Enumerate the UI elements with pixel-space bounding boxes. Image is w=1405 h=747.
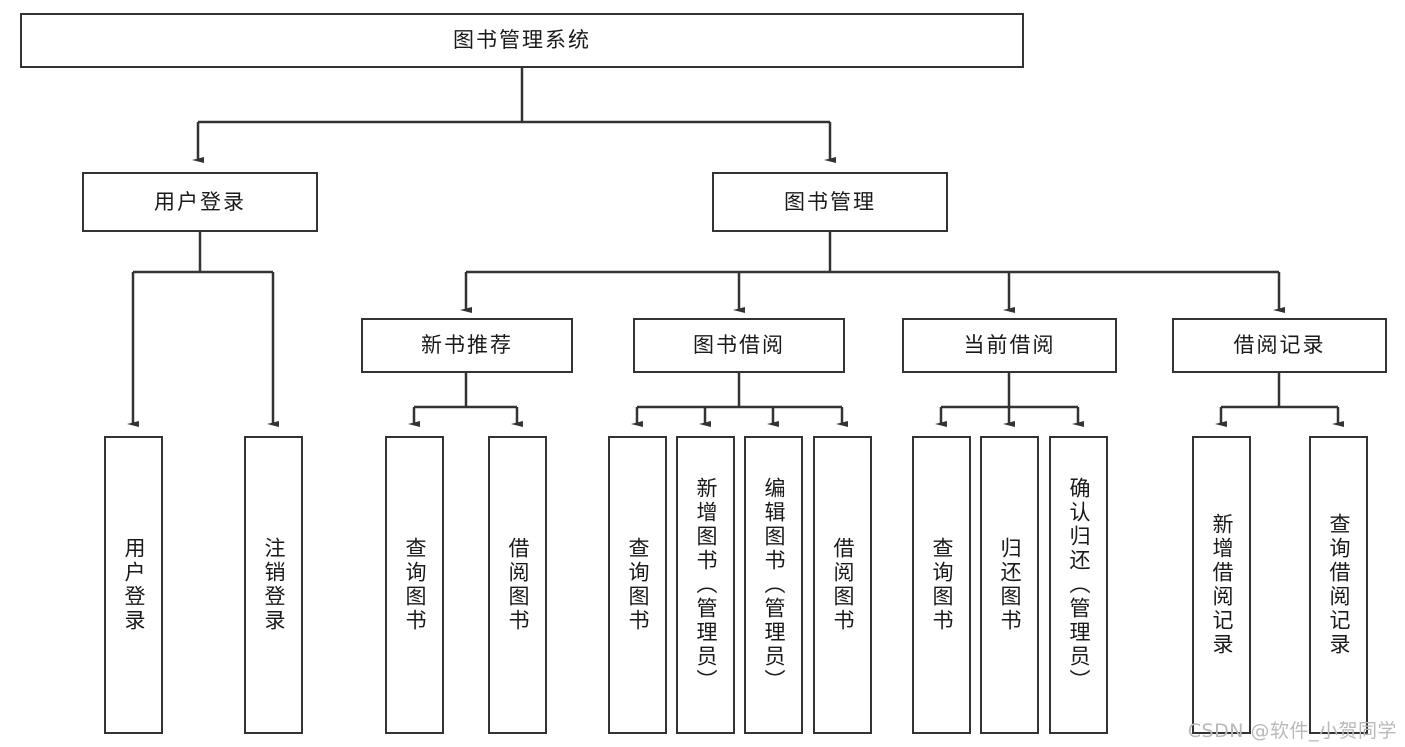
node-leaf-borrow-book-2-label: 借阅图书 — [831, 537, 855, 633]
node-leaf-query-record[interactable]: 查询借阅记录 — [1309, 436, 1368, 734]
node-user-login-label: 用户登录 — [154, 189, 246, 214]
node-new-book-recommend[interactable]: 新书推荐 — [361, 318, 573, 373]
node-leaf-query-book-3[interactable]: 查询图书 — [912, 436, 971, 734]
node-leaf-add-record[interactable]: 新增借阅记录 — [1192, 436, 1251, 734]
node-current-borrow[interactable]: 当前借阅 — [902, 318, 1117, 373]
node-book-management[interactable]: 图书管理 — [712, 172, 948, 232]
node-leaf-logout-login[interactable]: 注销登录 — [244, 436, 303, 734]
node-leaf-add-record-label: 新增借阅记录 — [1210, 513, 1234, 657]
node-leaf-user-login-label: 用户登录 — [122, 537, 146, 633]
node-leaf-confirm-return-label: 确认归还（管理员） — [1067, 477, 1091, 693]
node-leaf-user-login[interactable]: 用户登录 — [104, 436, 163, 734]
node-leaf-query-book-1[interactable]: 查询图书 — [385, 436, 444, 734]
node-leaf-query-book-2-label: 查询图书 — [626, 537, 650, 633]
node-leaf-query-record-label: 查询借阅记录 — [1327, 513, 1351, 657]
node-book-borrow[interactable]: 图书借阅 — [633, 318, 845, 373]
node-leaf-borrow-book-1-label: 借阅图书 — [506, 537, 530, 633]
node-leaf-borrow-book-2[interactable]: 借阅图书 — [813, 436, 872, 734]
node-root-label: 图书管理系统 — [453, 28, 591, 53]
node-leaf-confirm-return[interactable]: 确认归还（管理员） — [1049, 436, 1108, 734]
node-current-borrow-label: 当前借阅 — [963, 333, 1056, 358]
node-leaf-query-book-1-label: 查询图书 — [403, 537, 427, 633]
node-book-management-label: 图书管理 — [784, 189, 876, 214]
node-leaf-query-book-3-label: 查询图书 — [930, 537, 954, 633]
node-user-login[interactable]: 用户登录 — [82, 172, 318, 232]
node-leaf-add-book[interactable]: 新增图书（管理员） — [676, 436, 735, 734]
node-leaf-edit-book-label: 编辑图书（管理员） — [762, 477, 786, 693]
node-leaf-add-book-label: 新增图书（管理员） — [694, 477, 718, 693]
node-leaf-edit-book[interactable]: 编辑图书（管理员） — [744, 436, 803, 734]
watermark-text: CSDN @软件_小贺同学 — [1187, 720, 1397, 742]
node-leaf-return-book[interactable]: 归还图书 — [980, 436, 1039, 734]
node-leaf-return-book-label: 归还图书 — [998, 537, 1022, 633]
node-leaf-borrow-book-1[interactable]: 借阅图书 — [488, 436, 547, 734]
node-book-borrow-label: 图书借阅 — [693, 333, 785, 358]
node-borrow-record[interactable]: 借阅记录 — [1172, 318, 1387, 373]
node-leaf-query-book-2[interactable]: 查询图书 — [608, 436, 667, 734]
node-borrow-record-label: 借阅记录 — [1233, 333, 1326, 358]
node-new-book-recommend-label: 新书推荐 — [421, 333, 513, 358]
node-leaf-logout-login-label: 注销登录 — [262, 537, 286, 633]
node-root[interactable]: 图书管理系统 — [20, 13, 1024, 68]
